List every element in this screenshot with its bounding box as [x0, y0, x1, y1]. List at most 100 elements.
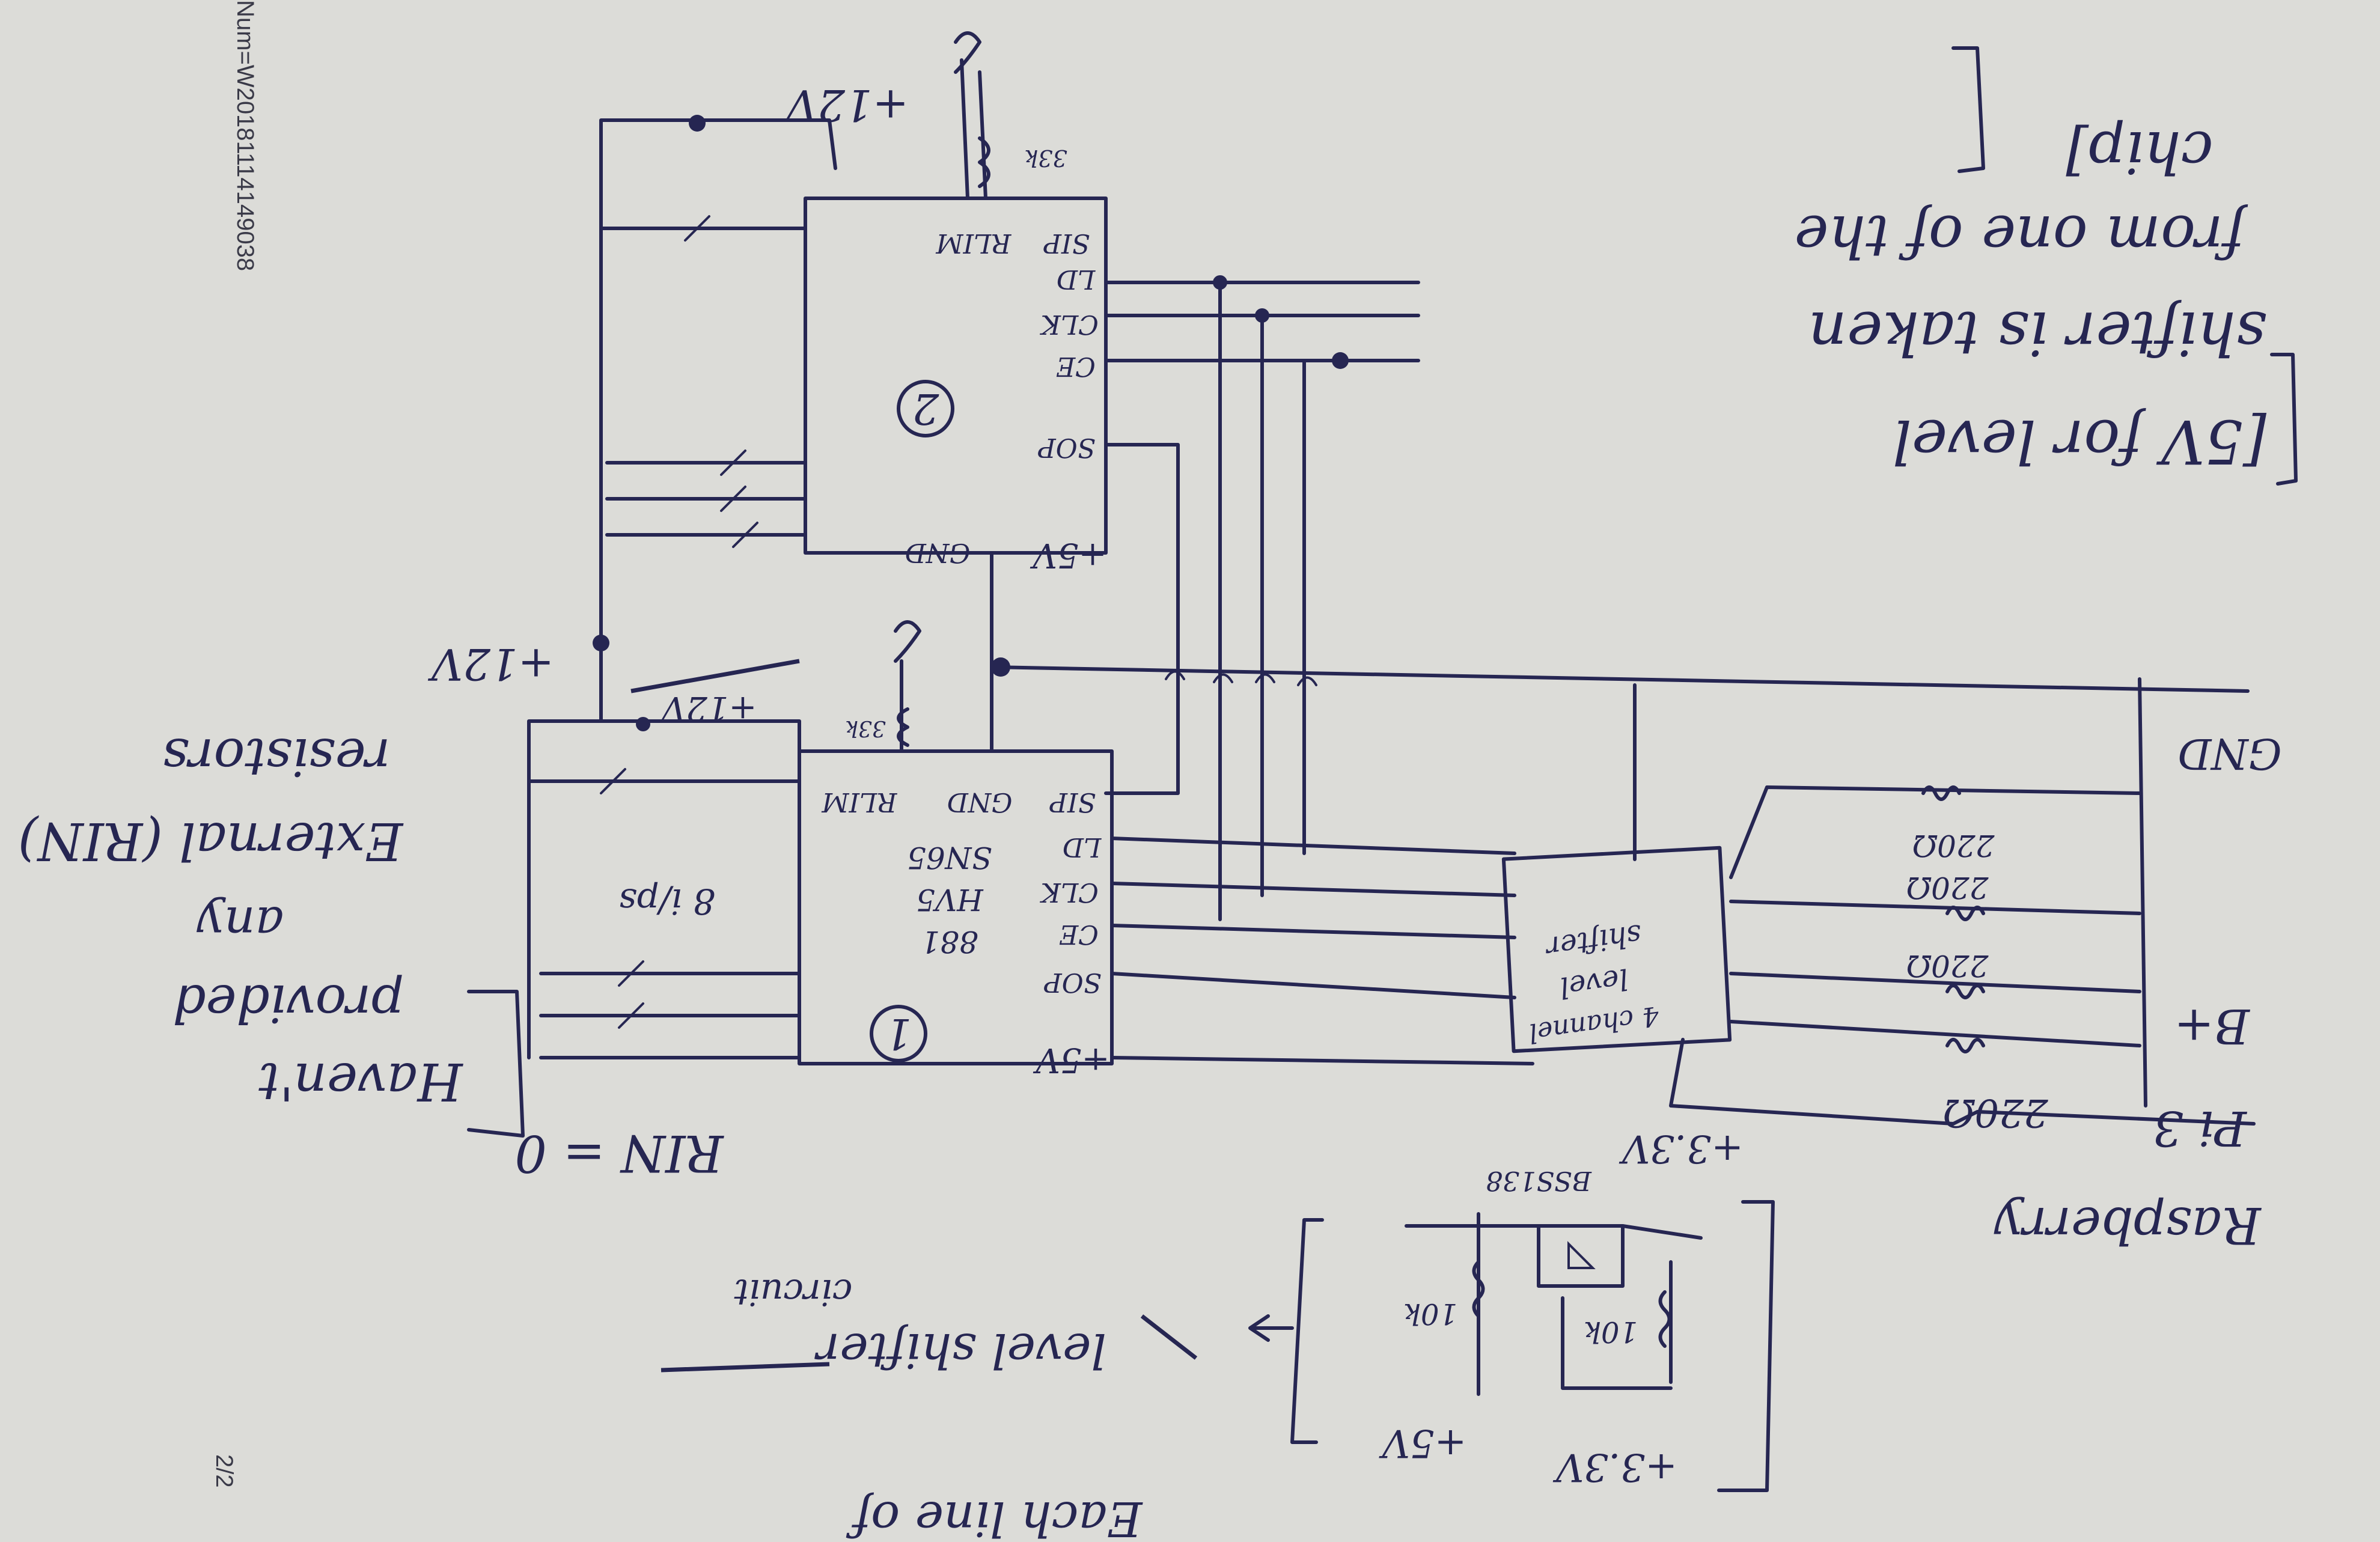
- mosfet-wiring: [1405, 1212, 1703, 1396]
- node-mid-12v: [593, 635, 609, 651]
- mid-resistor-33k: [897, 707, 909, 747]
- note-top-line-1: [5V for level: [1893, 406, 2266, 477]
- gnd-label: GND: [2177, 729, 2281, 778]
- pullup-10k-right: [1658, 1290, 1671, 1348]
- rin-label: RIN = 0: [514, 1124, 724, 1183]
- chip-1-to-shifter-lines: [1110, 837, 1534, 1065]
- node-bus-1: [1213, 275, 1227, 290]
- pi-label: Pi 3: [2153, 1100, 2248, 1156]
- node-chip-1-input: [636, 717, 650, 731]
- chip-2-pin-ce: CE: [1056, 351, 1096, 382]
- node-bus-3: [1332, 352, 1349, 369]
- wire-crossovers: [1165, 670, 1317, 686]
- chip-2-pin-clk: CLK: [1040, 309, 1099, 340]
- chip-2-marker-circle: [897, 380, 954, 437]
- detail-caption-line-1: Each line of: [846, 1491, 1143, 1542]
- resistor-33k-mid-label: 33k: [845, 716, 886, 740]
- strike-through: [630, 659, 800, 693]
- top-resistor-33k: [978, 136, 990, 188]
- pi-connector-bar: [2138, 677, 2147, 1108]
- resistor-label-1: 220Ω: [1912, 828, 1995, 863]
- chip-1-inputs-label: 8 i/ps: [619, 881, 715, 922]
- detail-arrow: [1248, 1314, 1294, 1342]
- chip-1-body: [798, 749, 1114, 1065]
- detail-33v-label: +3.3V: [1552, 1445, 1677, 1489]
- chip-1-switch-ticks: [600, 768, 644, 1029]
- resistor-label-3: 220Ω: [1906, 948, 1989, 983]
- note-bracket-right: [1951, 46, 1985, 173]
- chip-2-pin-5v: +5V: [1030, 535, 1107, 574]
- bus-drops: [1218, 281, 1306, 921]
- note-top-line-2: shifter is taken: [1808, 298, 2267, 368]
- chip-2-body: [804, 197, 1108, 555]
- node-bus-2: [1255, 308, 1269, 323]
- series-resistors: [1921, 785, 1985, 1053]
- top-pot-lead: [960, 58, 987, 200]
- chip-2-pin-gnd: GND: [905, 537, 971, 568]
- note-left-line-2: provided: [172, 973, 404, 1033]
- switch-tick: [684, 215, 710, 242]
- chip-1-input-lines: [539, 972, 801, 1059]
- detail-caption-line-3: circuit: [734, 1271, 853, 1313]
- resistor-33k-top-label: 33k: [1024, 145, 1067, 171]
- detail-r2-label: 10k: [1584, 1315, 1638, 1348]
- detail-r1-label: 10k: [1403, 1297, 1457, 1330]
- chip-1-pin-rlim: RLIM: [822, 787, 898, 817]
- pi-signal-lines: [1729, 785, 2141, 1047]
- detail-bracket-left: [1290, 1218, 1324, 1444]
- note-left-line-4: External (RIN): [18, 811, 404, 871]
- level-shifter-box: [1501, 846, 1732, 1053]
- chip-2-pin-sip: SIP: [1043, 228, 1090, 258]
- chip-1-marker: 1: [885, 1009, 912, 1058]
- note-left-line-1: Haven't: [258, 1051, 464, 1111]
- chip-2-12v-loop: [599, 118, 837, 555]
- left-note-bracket: [467, 990, 525, 1138]
- v12-mid-label: +12V: [427, 639, 554, 689]
- chip-2-pin-ld: LD: [1057, 264, 1096, 294]
- v33-line: [1669, 1038, 2256, 1126]
- note-left-line-5: resistors: [162, 727, 390, 787]
- detail-bracket-right: [1717, 1200, 1775, 1492]
- chip-2-pin-rlim: RLIM: [936, 228, 1012, 258]
- chip-1-part-line-2: HV5: [916, 882, 984, 917]
- mosfet-label: BSS138: [1486, 1165, 1592, 1196]
- chip-1-part-line-1: SN65: [907, 840, 992, 875]
- gnd-rail: [990, 665, 2250, 693]
- note-left-line-3: any: [196, 896, 284, 952]
- scan-page-label: 2/2: [211, 1454, 237, 1488]
- note-top-line-4: chip]: [2066, 118, 2214, 186]
- note-top-line-3: from one of the: [1795, 203, 2248, 270]
- chip-1-pin-sip: SIP: [1049, 787, 1096, 817]
- detail-5v-label: +5V: [1379, 1421, 1466, 1465]
- chip-2-pin-sop: SOP: [1037, 432, 1096, 463]
- chip-2-marker: 2: [912, 384, 940, 433]
- scan-number-label: Num=W2018111414903​8: [232, 0, 258, 271]
- sop-to-sip-link: [1104, 443, 1180, 795]
- resistor-label-2: 220Ω: [1906, 870, 1989, 905]
- chip-1-marker-circle: [870, 1005, 927, 1062]
- chip-1-part-line-3: 881: [921, 924, 978, 959]
- v33-label: +3.3V: [1619, 1126, 1743, 1171]
- chip-2-input-lines: [605, 461, 807, 537]
- detail-strikeouts: [661, 1314, 1198, 1373]
- chip-1-pin-sop: SOP: [1043, 967, 1102, 998]
- mid-pot-symbol: [894, 620, 921, 663]
- note-bracket-left: [2270, 353, 2298, 486]
- raspberry-label: Raspberry: [1994, 1196, 2262, 1255]
- detail-caption-line-2: level shifter: [814, 1323, 1106, 1379]
- node-top-12v: [689, 115, 706, 132]
- chip-1-pin-ce: CE: [1059, 919, 1099, 949]
- mosfet-body: [1537, 1224, 1625, 1288]
- switch-ticks: [720, 449, 758, 548]
- bplus-label: B+: [2174, 998, 2251, 1054]
- chip-1-pin-clk: CLK: [1040, 877, 1099, 907]
- mosfet-diode-symbol: [1567, 1241, 1596, 1269]
- chip-1-input-frame: [527, 719, 801, 1059]
- pullup-10k-left: [1472, 1260, 1485, 1318]
- chip-1-pin-ld: LD: [1063, 832, 1102, 862]
- chip-1-pin-5v: +5V: [1033, 1040, 1110, 1079]
- chip-1-pin-gnd: GND: [947, 787, 1013, 817]
- v12-top-label: +12V: [782, 80, 909, 130]
